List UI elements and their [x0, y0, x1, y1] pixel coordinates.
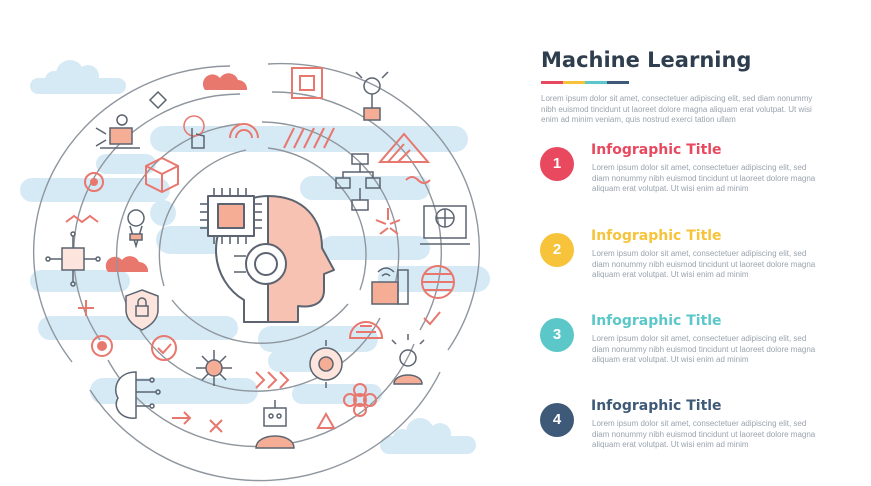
zigzag-icon — [65, 214, 99, 224]
target-dot-icon — [84, 172, 104, 192]
step-1: 1 Infographic Title Lorem ipsum dolor si… — [540, 142, 840, 193]
step-2-description: Lorem ipsum dolor sit amet, consectetuer… — [592, 249, 816, 279]
circuit-brain-icon — [355, 71, 389, 121]
stripe-band-icon — [283, 127, 335, 149]
step-3: 3 Infographic Title Lorem ipsum dolor si… — [540, 313, 840, 364]
chip-node-icon — [45, 231, 101, 287]
flowchart-icon — [335, 153, 381, 211]
antenna-device-icon — [371, 267, 409, 305]
step-3-number-badge: 3 — [540, 318, 574, 352]
machine-learning-illustration — [20, 60, 490, 482]
arrow-right-icon — [172, 411, 192, 425]
step-3-title: Infographic Title — [591, 313, 722, 329]
step-1-description: Lorem ipsum dolor sit amet, consectetuer… — [592, 163, 816, 193]
step-4-title: Infographic Title — [591, 398, 722, 414]
frame-icon — [291, 67, 323, 99]
triangle-stripes-icon — [377, 132, 431, 163]
arc-stripes-icon — [229, 123, 259, 139]
step-4-description: Lorem ipsum dolor sit amet, consectetuer… — [592, 419, 816, 449]
cross-rays-icon — [209, 419, 223, 433]
cloud-small-red-top — [202, 73, 248, 90]
step-1-number-badge: 1 — [540, 147, 574, 181]
flower-icon — [343, 383, 377, 417]
step-4: 4 Infographic Title Lorem ipsum dolor si… — [540, 398, 840, 449]
cube-icon — [145, 156, 179, 194]
wifi-key-icon — [127, 209, 145, 249]
ai-head-icon — [200, 188, 335, 323]
cloud-top-left — [30, 60, 126, 94]
step-3-description: Lorem ipsum dolor sit amet, consectetuer… — [592, 334, 816, 364]
cloud-bottom-right — [380, 418, 476, 454]
server-person-icon — [95, 114, 140, 149]
underline-segment-yellow — [563, 81, 585, 84]
step-1-title: Infographic Title — [591, 142, 722, 158]
intro-text: Lorem ipsum dolor sit amet, consectetuer… — [541, 94, 813, 124]
hand-touch-icon — [183, 115, 205, 149]
underline-segment-teal — [585, 81, 607, 84]
semicircle-stripes-icon — [348, 321, 384, 339]
gear-target-icon — [309, 340, 343, 388]
wave-line-icon — [405, 176, 431, 184]
diamond-pattern-icon — [148, 90, 168, 110]
cloud-small-red-left — [105, 256, 149, 272]
network-node-icon — [196, 350, 232, 386]
sparkle-burst-icon — [375, 208, 401, 235]
page-title: Machine Learning — [541, 48, 752, 72]
title-underline — [541, 81, 629, 84]
shield-lock-icon — [125, 289, 159, 331]
step-2: 2 Infographic Title Lorem ipsum dolor si… — [540, 228, 840, 279]
underline-segment-navy — [607, 81, 629, 84]
step-4-number-badge: 4 — [540, 403, 574, 437]
triangle-outline-icon — [316, 411, 336, 429]
brain-circuit-icon — [115, 371, 161, 419]
plus-icon — [78, 300, 94, 316]
person-rays-icon — [391, 334, 425, 385]
robot-person-icon — [255, 400, 295, 449]
striped-ball-icon — [421, 265, 455, 299]
step-2-number-badge: 2 — [540, 233, 574, 267]
check-circle-icon — [151, 335, 177, 361]
chevron-arrows-icon — [255, 371, 290, 389]
globe-monitor-icon — [420, 205, 470, 245]
target-circle-icon — [91, 335, 113, 357]
underline-segment-red — [541, 81, 563, 84]
step-2-title: Infographic Title — [591, 228, 722, 244]
check-icon — [423, 311, 441, 326]
